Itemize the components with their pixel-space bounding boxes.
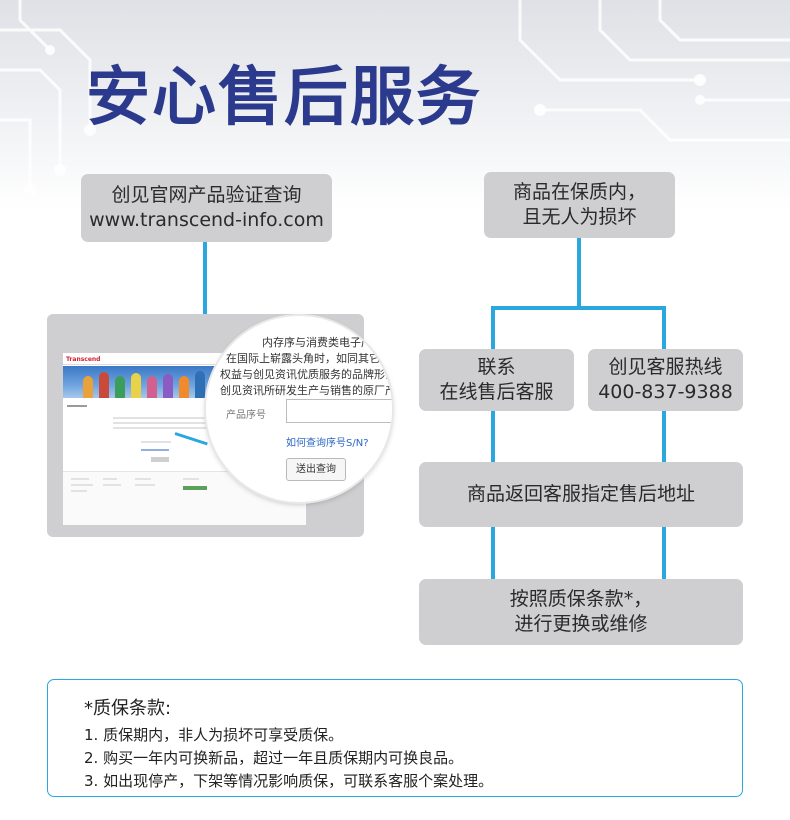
hero-person: [179, 376, 189, 398]
hero-person: [147, 376, 157, 398]
hero-person: [115, 376, 125, 398]
connector-line: [662, 306, 666, 349]
connector-line: [577, 238, 581, 308]
warranty-term-item: 3. 如出现停产，下架等情况影响质保，可联系客服个案处理。: [84, 772, 494, 790]
warranty-box-line: 且无人为损坏: [522, 206, 637, 228]
serial-number-label: 产品序号: [226, 410, 266, 421]
hero-person: [163, 374, 173, 398]
verify-box-line: 创见官网产品验证查询: [111, 184, 302, 206]
online-service-box: 联系 在线售后客服: [419, 349, 574, 411]
site-text-line: [141, 441, 171, 443]
online-box-line: 联系: [477, 356, 516, 378]
connector-line: [491, 411, 495, 462]
footer-line: [71, 490, 87, 492]
site-text-line: [113, 422, 238, 424]
hero-person: [195, 371, 205, 398]
site-text-line: [113, 427, 223, 429]
hotline-box: 创见客服热线 400-837-9388: [588, 349, 743, 411]
footer-line: [103, 478, 117, 480]
site-logo: Transcend: [66, 356, 101, 363]
hero-person: [99, 372, 109, 398]
connector-line: [491, 306, 495, 349]
warranty-condition-box: 商品在保质内， 且无人为损坏: [484, 172, 675, 238]
warranty-terms-panel: *质保条款: 1. 质保期内，非人为损坏可享受质保。 2. 购买一年内可换新品，…: [47, 679, 743, 797]
zoom-text-line: 创见资讯所研发生产与销售的原厂产品。: [220, 384, 392, 397]
hotline-box-line: 创见客服热线: [608, 356, 723, 378]
verify-box-url: www.transcend-info.com: [89, 209, 324, 231]
connector-line: [491, 527, 495, 579]
footer-line: [103, 484, 121, 486]
connector-line: [662, 527, 666, 579]
footer-line: [183, 486, 207, 490]
footer-line: [71, 478, 89, 480]
site-text-line: [151, 457, 169, 462]
replace-repair-box: 按照质保条款*， 进行更换或维修: [419, 579, 743, 645]
hero-person: [83, 376, 93, 398]
replace-box-line: 进行更换或维修: [514, 613, 648, 635]
hotline-box-number: 400-837-9388: [598, 381, 733, 403]
footer-line: [135, 478, 151, 480]
zoom-text-line: 在国际上崭露头角时，如同其它: [226, 352, 380, 365]
zoom-text-line: 内存序与消费类电子产: [262, 336, 372, 349]
footer-line: [183, 478, 199, 480]
warranty-term-item: 1. 质保期内，非人为损坏可享受质保。: [84, 726, 344, 744]
verify-box: 创见官网产品验证查询 www.transcend-info.com: [81, 174, 332, 242]
submit-query-button[interactable]: 送出查询: [286, 458, 346, 481]
return-box-line: 商品返回客服指定售后地址: [466, 483, 695, 505]
connector-line: [491, 306, 666, 310]
serial-help-link[interactable]: 如何查询序号S/N?: [286, 438, 369, 449]
online-box-line: 在线售后客服: [439, 381, 554, 403]
site-text-line: [113, 417, 243, 419]
site-text-line: [141, 449, 169, 451]
warranty-term-item: 2. 购买一年内可换新品，超过一年且质保期内可换良品。: [84, 749, 464, 767]
warranty-terms-title: *质保条款:: [84, 698, 172, 719]
return-address-box: 商品返回客服指定售后地址: [419, 462, 743, 527]
connector-line: [662, 411, 666, 462]
serial-number-input[interactable]: [286, 399, 392, 423]
site-text-line: [67, 405, 87, 407]
zoom-text-line: 权益与创见资讯优质服务的品牌形象: [220, 368, 392, 381]
hero-person: [131, 373, 141, 398]
replace-box-line: 按照质保条款*，: [509, 588, 653, 610]
zoom-magnifier: 内存序与消费类电子产 在国际上崭露头角时，如同其它 权益与创见资讯优质服务的品牌…: [206, 316, 392, 502]
connector-line: [203, 242, 207, 316]
page-title: 安心售后服务: [86, 61, 482, 135]
warranty-box-line: 商品在保质内，: [512, 181, 646, 203]
circuit-pattern-decoration: [0, 0, 790, 196]
footer-line: [71, 484, 93, 486]
footer-line: [135, 484, 155, 486]
